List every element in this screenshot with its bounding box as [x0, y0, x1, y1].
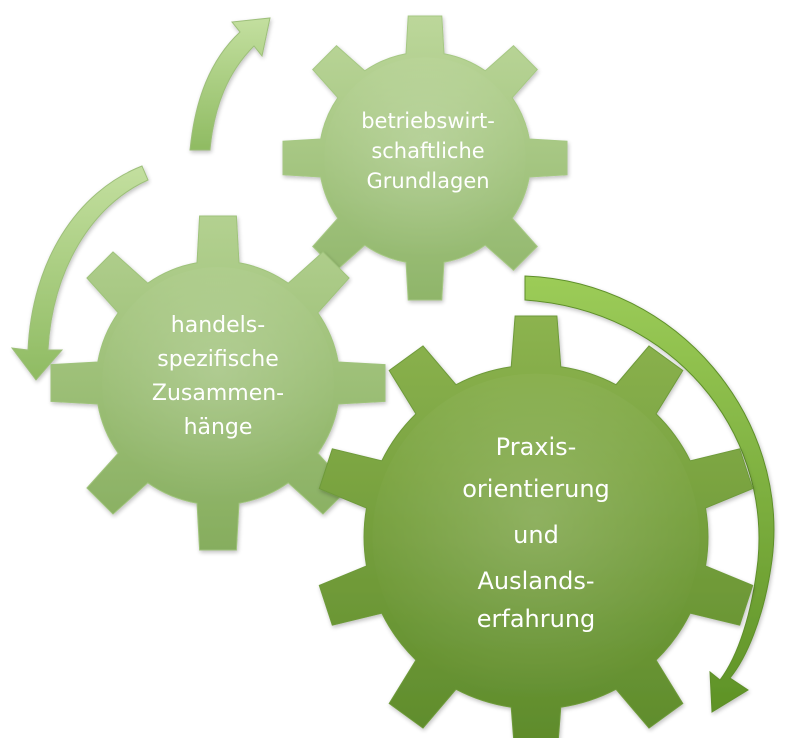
gear-bottom-label-line-2: orientierung [462, 475, 610, 503]
gear-top-highlight [324, 57, 526, 259]
gear-top-label-line-1: betriebswirt- [361, 109, 495, 133]
gear-bottom-highlight [372, 373, 700, 701]
gear-top-label-line-2: schaftliche [371, 139, 484, 163]
gear-left-label-line-1: handels- [171, 313, 265, 338]
gear-bottom-label-line-3: und [513, 521, 559, 549]
gear-top-label-line-3: Grundlagen [366, 169, 489, 193]
gear-bottom-label-line-4: Auslands- [477, 567, 594, 595]
gears-layer [50, 15, 754, 738]
arrow-top-cycle [189, 17, 271, 151]
gear-left-label-line-3: Zusammen- [152, 381, 284, 406]
arrow-right-cycle [524, 275, 775, 713]
gear-left-label-line-2: spezifische [157, 347, 279, 372]
arrows-layer [10, 17, 775, 713]
labels-layer: betriebswirt- schaftliche Grundlagen han… [152, 109, 610, 633]
gear-left-label-line-4: hänge [184, 415, 253, 440]
gear-bottom-label-line-5: erfahrung [477, 605, 596, 633]
arrow-left-cycle [10, 165, 149, 381]
gear-left-highlight [102, 267, 334, 499]
gear-bottom-label-line-1: Praxis- [496, 433, 577, 461]
